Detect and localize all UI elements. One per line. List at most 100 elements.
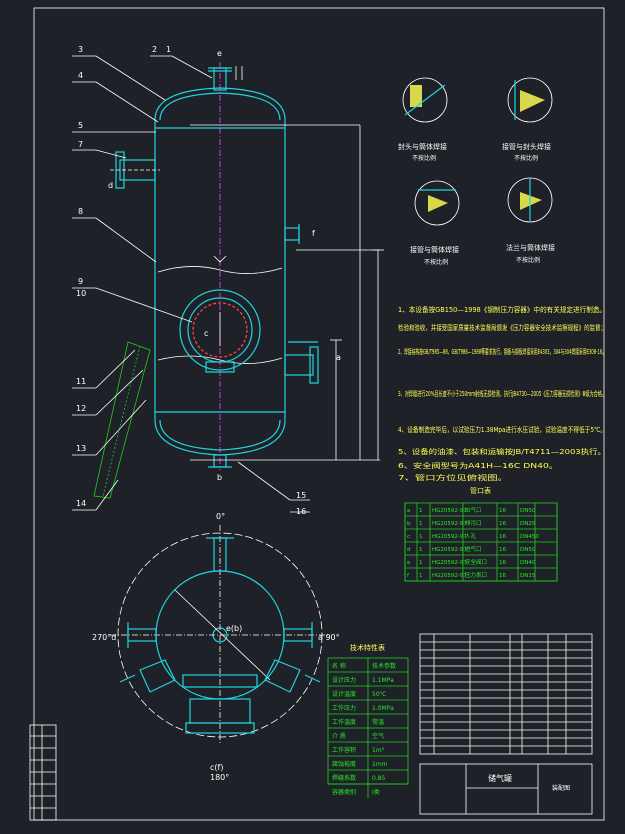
note-6: 6、安全阀型号为A41H—16C DN40。 — [398, 461, 558, 470]
nozzle-label-b: b — [217, 473, 222, 482]
title-block-sheet: 装配图 — [552, 784, 570, 792]
outer-frame — [33, 7, 605, 821]
nozzle-table-cell: 压力表口 — [465, 571, 487, 579]
tech-table-value: 1mm — [372, 761, 388, 768]
part-number-8: 8 — [78, 207, 83, 216]
detail-2-title: 接管与封头焊接 — [502, 142, 551, 151]
nozzle-a — [284, 354, 314, 376]
nozzle-table-cell: DN50 — [520, 508, 536, 514]
tech-table-header-cell: 名 称 — [332, 662, 346, 670]
note-7: 7、管口方位见俯视图。 — [398, 473, 508, 482]
nozzle-table-cell: HG20592-97 — [432, 573, 467, 579]
nozzle-table-cell: HG20592-97 — [432, 547, 467, 553]
tech-table-value: Ⅰ类 — [372, 788, 380, 796]
nozzle-table-cell: 16 — [499, 547, 506, 553]
part-number-10: 10 — [76, 289, 86, 298]
nozzle-table-cell: d — [407, 547, 411, 553]
nozzle-table-cell: DN25 — [520, 521, 536, 527]
note-1: 1、本设备按GB150—1998《钢制压力容器》中的有关规定进行制造。 — [398, 305, 606, 314]
tech-table-param: 设计压力 — [332, 676, 356, 684]
break-line-upper — [157, 266, 283, 274]
parts-list-frame — [419, 633, 593, 755]
plan-bottom-label: c(f) — [210, 763, 223, 772]
nozzle-table-cell: 安全阀口 — [465, 558, 487, 566]
parts-list-rows — [420, 641, 592, 747]
part-number-9: 9 — [78, 277, 83, 286]
nozzle-table-cell: b — [407, 521, 411, 527]
nozzle-table-cell: 16 — [499, 534, 506, 540]
part-number-16: 16 — [296, 507, 306, 516]
nozzle-table-cell: HG20592-97 — [432, 560, 467, 566]
manhole-bolts — [192, 302, 248, 358]
detail-3-subtitle: 不按比例 — [424, 258, 448, 266]
nozzle-table-cell: HG20592-97 — [432, 521, 467, 527]
part-number-3: 3 — [78, 45, 83, 54]
plan-angle-right: a 90° — [318, 633, 340, 642]
nozzle-table-cell: 16 — [499, 508, 506, 514]
part-number-13: 13 — [76, 444, 86, 453]
parts-list-grid — [433, 634, 567, 754]
nozzle-table-cell: HG20592-97 — [432, 534, 467, 540]
nozzle-table-cell: 16 — [499, 521, 506, 527]
detail-4-title: 法兰与筒体焊接 — [506, 243, 555, 252]
vessel-front-view — [110, 62, 319, 470]
part-number-11: 11 — [76, 377, 86, 386]
nozzle-table-cell: f — [407, 573, 410, 579]
part-number-15: 15 — [296, 491, 306, 500]
title-block — [419, 763, 593, 815]
nozzle-label-d: d — [108, 181, 113, 190]
vessel-shell — [154, 87, 286, 456]
nozzle-table-cell: 1 — [419, 547, 423, 553]
nozzle-table-cell: DN450 — [520, 534, 539, 540]
part-number-14: 14 — [76, 499, 86, 508]
note-1b: 检验和验收，并接受国家质量技术监督局颁发《压力容器安全技术监察规程》的监督； — [398, 323, 606, 332]
nozzle-label-e: e — [217, 49, 222, 58]
nozzle-table-cell: DN40 — [520, 560, 536, 566]
nozzle-label-a: a — [336, 353, 341, 362]
nozzle-table-cell: a — [407, 508, 410, 514]
detail-1-title: 封头与筒体焊接 — [398, 142, 447, 151]
nozzle-label-f: f — [312, 229, 315, 238]
nozzle-table-cell: 出气口 — [465, 506, 482, 514]
part-leaders — [72, 55, 310, 513]
weld-detail-1 — [402, 77, 448, 123]
detail-3-title: 接管与筒体焊接 — [410, 245, 459, 254]
nozzle-f — [284, 227, 300, 241]
nozzle-table-cell: 1 — [419, 521, 423, 527]
part-number-4: 4 — [78, 71, 83, 80]
tech-table-value: 空气 — [372, 732, 384, 740]
weld-detail-4 — [507, 177, 553, 223]
detail-1-subtitle: 不按比例 — [412, 154, 436, 162]
plan-angle-top: 0° — [216, 512, 225, 521]
tech-table-param: 工作压力 — [332, 704, 356, 712]
nozzle-table-cell: 16 — [499, 560, 506, 566]
note-5: 5、设备的油漆、包装和运输按JB/T4711—2003执行。 — [398, 447, 606, 456]
tech-table-value: 常温 — [372, 718, 384, 726]
part-number-1: 1 — [166, 45, 171, 54]
tech-table-param: 焊缝系数 — [332, 774, 356, 782]
manhole-flange — [179, 289, 261, 371]
nozzle-label-c: c — [204, 329, 208, 338]
tech-table-value: 1.0MPa — [372, 705, 394, 712]
part-number-12: 12 — [76, 404, 86, 413]
bottom-head-inner — [159, 419, 281, 451]
nozzle-table-cell: HG20592-97 — [432, 508, 467, 514]
dimension-lines — [190, 124, 384, 461]
nozzle-table-cell: 进气口 — [465, 545, 482, 553]
tech-table-param: 容器类别 — [332, 788, 356, 796]
tech-table-param: 设计温度 — [332, 690, 356, 698]
plan-angle-left: 270°d — [92, 633, 116, 642]
nozzle-table-cell: c — [407, 534, 410, 540]
detail-4-subtitle: 不按比例 — [516, 256, 540, 264]
note-3: 3、对焊缝进行20%且长度不小于250mm射线无损检测，执行JB4730—200… — [398, 389, 606, 398]
nozzle-table-cell: 1 — [419, 508, 423, 514]
part-number-2: 2 — [152, 45, 157, 54]
left-stamp-lines — [30, 725, 56, 820]
plan-angle-bottom: 180° — [210, 773, 229, 782]
support-leg — [93, 341, 151, 499]
part-number-7: 7 — [78, 140, 83, 149]
